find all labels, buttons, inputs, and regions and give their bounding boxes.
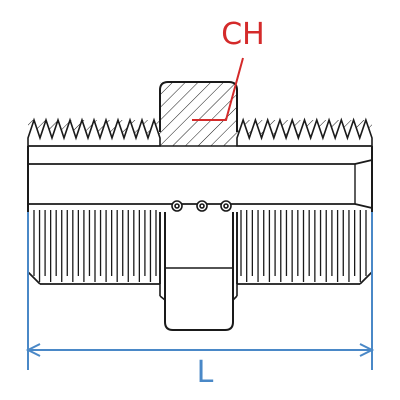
dimension-arrow-left bbox=[25, 343, 41, 357]
bore bbox=[28, 145, 373, 209]
dimension-arrow-right bbox=[359, 343, 375, 357]
section-hatch bbox=[28, 82, 372, 146]
hex-callout-label: CH bbox=[221, 17, 265, 52]
hex-bottom bbox=[159, 212, 238, 331]
hex-callout-leader bbox=[192, 57, 244, 121]
seal-symbols bbox=[171, 200, 232, 212]
length-dimension-label: L bbox=[197, 355, 214, 390]
thread-lines-left bbox=[33, 210, 157, 282]
hex-top-outline bbox=[159, 81, 238, 132]
hex-callout: CH bbox=[192, 17, 265, 121]
thread-teeth-right bbox=[236, 117, 373, 147]
length-dimension bbox=[25, 212, 375, 370]
thread-lines-right bbox=[240, 210, 367, 282]
thread-teeth-left bbox=[27, 117, 161, 147]
